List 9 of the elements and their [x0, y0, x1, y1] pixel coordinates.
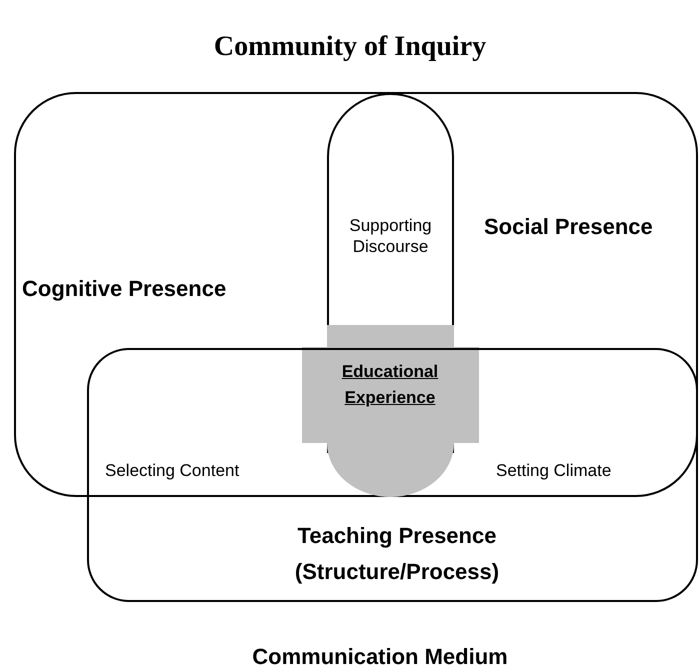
region-label: Supporting Discourse [348, 215, 433, 257]
region-title: Teaching Presence (Structure/Process) [294, 522, 500, 586]
region-title: Cognitive Presence [22, 275, 228, 303]
center-label: Educational Experience [340, 361, 440, 409]
region-label: Selecting Content [105, 460, 240, 482]
region-title: Social Presence [484, 213, 654, 241]
diagram-title: Community of Inquiry [212, 30, 488, 64]
footer-label: Communication Medium [251, 643, 509, 665]
region-label: Setting Climate [496, 460, 612, 482]
